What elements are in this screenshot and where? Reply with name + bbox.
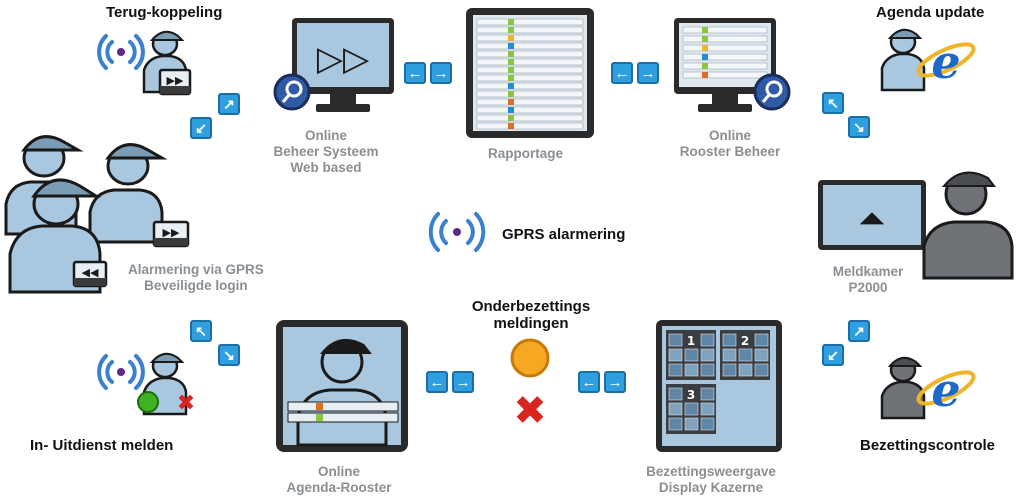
label-agenda-update: Agenda update	[876, 4, 985, 21]
arrow-right: →	[430, 62, 452, 84]
onderbezetting-icons: ✖	[510, 338, 550, 434]
diag-arrow-se: ↘	[848, 116, 870, 138]
svg-text:⏶: ⏶	[858, 199, 885, 239]
svg-text:▶▶: ▶▶	[167, 74, 184, 87]
terugkoppeling-icon: ▶▶	[97, 30, 192, 96]
warning-dot-icon	[510, 338, 550, 378]
agenda-update-icon: e	[880, 28, 976, 92]
inuitdienst-icon: ✖	[97, 352, 195, 416]
agenda-rooster-icon	[276, 320, 408, 452]
rooster-monitor-icon	[674, 18, 791, 112]
ie-logo-icon: e	[931, 363, 960, 417]
arrow-left: ←	[404, 62, 426, 84]
label-terugkoppeling: Terug-koppeling	[106, 4, 223, 21]
rapportage-report-icon	[466, 8, 594, 138]
arrows-beheer-rapportage: ← →	[404, 62, 452, 84]
diag-arrow-se: ↘	[218, 344, 240, 366]
svg-text:▷▷: ▷▷	[317, 39, 370, 79]
caption-rapportage: Rapportage	[488, 146, 564, 161]
diag-arrow-nw: ↖	[822, 92, 844, 114]
arrow-left: ←	[426, 371, 448, 393]
arrow-right: →	[604, 371, 626, 393]
diag-arrow-ne: ↗	[848, 320, 870, 342]
arrows-rapportage-rooster: ← →	[611, 62, 659, 84]
bezettingscontrole-icon: e	[880, 356, 976, 420]
diag-arrow-nw: ↖	[190, 320, 212, 342]
display-kazerne-icon: 1 2 3	[656, 320, 782, 452]
beheer-monitor-icon: ▷▷	[273, 18, 394, 112]
ie-logo-icon: e	[931, 35, 960, 89]
svg-text:▶▶: ▶▶	[163, 226, 180, 239]
arrows-agenda-onderbezetting: ← →	[426, 371, 474, 393]
display-number: 2	[741, 334, 749, 348]
crew-group-icon: ▶▶ ◀◀	[4, 135, 190, 294]
arrow-right: →	[452, 371, 474, 393]
cross-icon: ✖	[513, 388, 547, 434]
meldkamer-icon: ⏶	[818, 171, 1014, 280]
arrows-onderbezetting-display: ← →	[578, 371, 626, 393]
gprs-signal-icon	[428, 212, 486, 252]
diag-arrow-sw: ↙	[822, 344, 844, 366]
label-bezettingscontrole: Bezettingscontrole	[860, 437, 996, 454]
svg-text:◀◀: ◀◀	[82, 266, 99, 279]
arrow-left: ←	[578, 371, 600, 393]
arrow-left: ←	[611, 62, 633, 84]
diag-arrow-ne: ↗	[218, 93, 240, 115]
display-number: 1	[687, 334, 695, 348]
label-gprs: GPRS alarmering	[502, 226, 626, 243]
diag-arrow-sw: ↙	[190, 117, 212, 139]
svg-text:✖: ✖	[177, 391, 195, 416]
display-number: 3	[687, 388, 695, 402]
label-in-uitdienst: In- Uitdienst melden	[30, 437, 174, 454]
arrow-right: →	[637, 62, 659, 84]
